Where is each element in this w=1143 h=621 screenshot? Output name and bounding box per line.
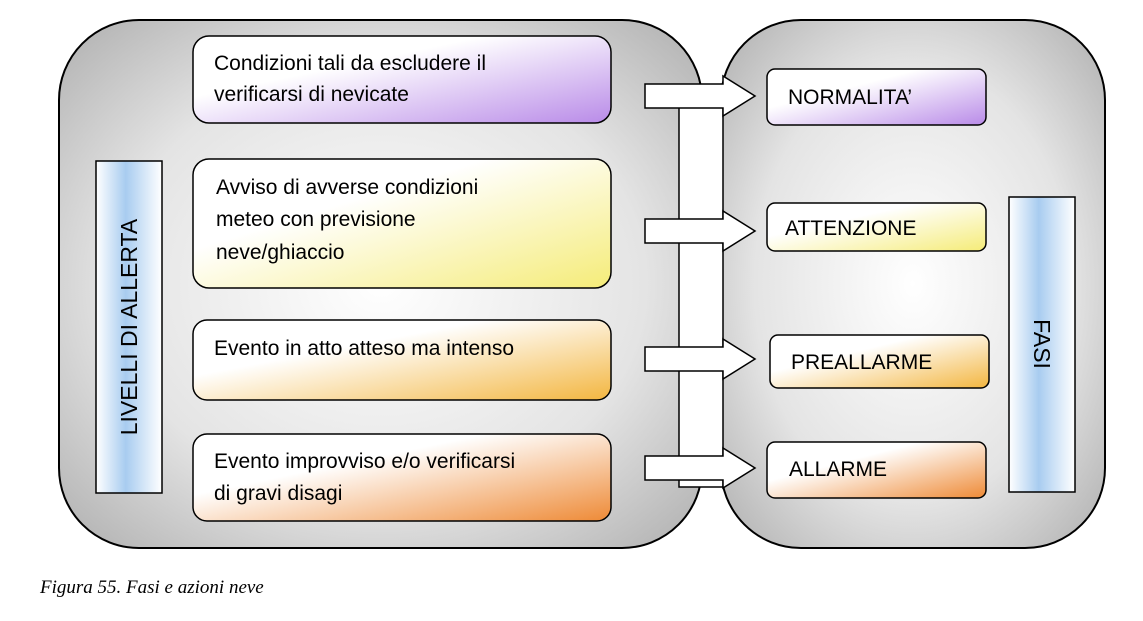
arrow-icon	[644, 209, 757, 253]
connector-bar	[678, 101, 724, 488]
level-text-0: Condizioni tali da escludere il verifica…	[214, 52, 492, 106]
level-line: neve/ghiaccio	[216, 241, 344, 264]
level-box-0	[192, 35, 612, 124]
level-text-3: Evento improvviso e/o verificarsi di gra…	[214, 450, 521, 505]
left-side-label: LIVELLI DI ALLERTA	[116, 218, 142, 435]
level-box-2	[192, 319, 612, 401]
phase-box-3	[766, 441, 987, 499]
level-line: Evento in atto atteso ma intenso	[214, 337, 514, 360]
phase-box-1	[766, 202, 987, 252]
figure-caption: Figura 55. Fasi e azioni neve	[40, 577, 264, 598]
level-line: Avviso di avverse condizioni	[216, 176, 478, 199]
phase-box-2	[769, 334, 990, 389]
level-text-2: Evento in atto atteso ma intenso	[214, 337, 514, 360]
arrow-icon	[644, 337, 757, 381]
arrow-icon	[644, 74, 757, 118]
phase-label-2: PREALLARME	[791, 351, 932, 374]
phase-label-0: NORMALITA’	[788, 86, 912, 109]
alert-phases-diagram: LIVELLI DI ALLERTA FASI Condizioni tali …	[58, 19, 1106, 549]
level-box-1	[192, 158, 612, 289]
level-line: meteo con previsione	[216, 208, 416, 231]
level-line: Condizioni tali da escludere il	[214, 52, 486, 75]
left-side-bar	[95, 160, 163, 494]
level-box-3	[192, 433, 612, 522]
phase-box-0	[766, 68, 987, 126]
phase-label-1: ATTENZIONE	[785, 217, 916, 240]
level-line: Evento improvviso e/o verificarsi	[214, 450, 515, 473]
arrow-icon	[644, 446, 757, 490]
level-line: di gravi disagi	[214, 482, 342, 505]
level-text-1: Avviso di avverse condizioni meteo con p…	[216, 176, 484, 264]
right-side-bar	[1008, 196, 1076, 493]
level-line: verificarsi di nevicate	[214, 83, 409, 106]
phase-label-3: ALLARME	[789, 458, 887, 481]
right-side-label: FASI	[1029, 319, 1055, 369]
